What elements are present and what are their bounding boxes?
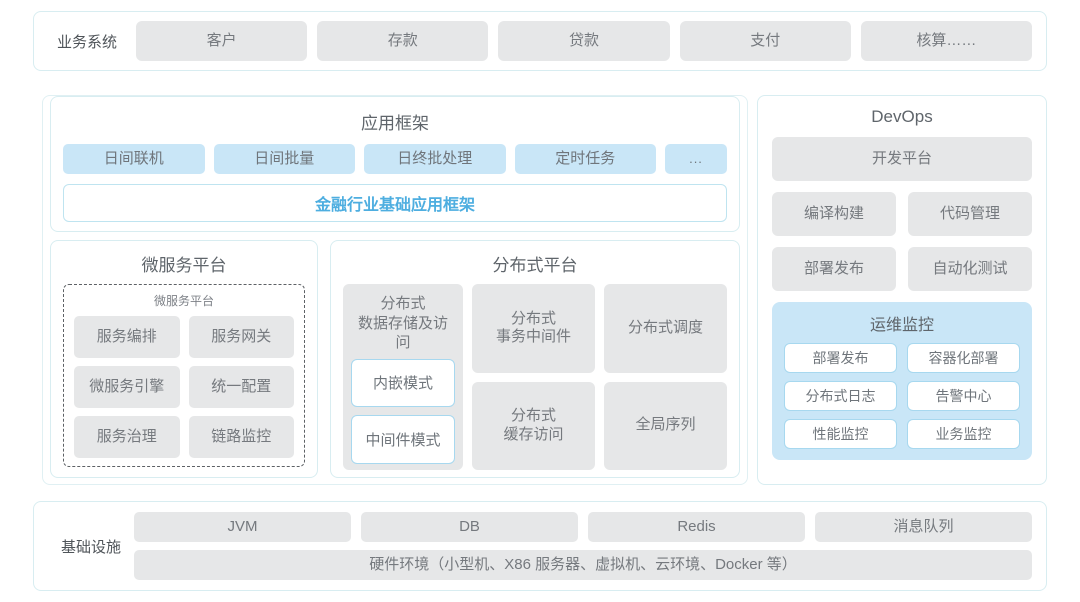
distributed-chip-transaction-middleware[interactable]: 分布式事务中间件 xyxy=(472,284,595,373)
microservice-chip-unified-config[interactable]: 统一配置 xyxy=(188,366,294,408)
devops-chip-compile-build[interactable]: 编译构建 xyxy=(772,192,896,236)
infrastructure-content: JVM DB Redis 消息队列 硬件环境（小型机、X86 服务器、虚拟机、云… xyxy=(134,512,1032,580)
devops-chip-deploy-release[interactable]: 部署发布 xyxy=(772,247,896,291)
app-framework-title: 应用框架 xyxy=(361,114,429,133)
distributed-platform-grid: 分布式事务中间件 分布式调度 分布式缓存访问 全局序列 xyxy=(472,284,727,470)
ops-monitor-panel: 运维监控 部署发布 容器化部署 分布式日志 告警中心 性能监控 业务监控 xyxy=(772,302,1032,460)
microservice-chip-trace-monitor[interactable]: 链路监控 xyxy=(188,416,294,458)
devops-chip-grid: 编译构建 代码管理 部署发布 自动化测试 xyxy=(772,192,1032,291)
ops-monitor-grid: 部署发布 容器化部署 分布式日志 告警中心 性能监控 业务监控 xyxy=(784,343,1020,449)
app-framework-card: 应用框架 日间联机 日间批量 日终批处理 定时任务 ... 金融行业基础应用框架 xyxy=(50,96,740,232)
app-framework-chip-row: 日间联机 日间批量 日终批处理 定时任务 ... xyxy=(63,144,727,174)
ops-chip-alert-center[interactable]: 告警中心 xyxy=(907,381,1020,411)
microservice-chip-gateway[interactable]: 服务网关 xyxy=(188,316,294,358)
distributed-chip-scheduling[interactable]: 分布式调度 xyxy=(604,284,727,373)
ops-monitor-title: 运维监控 xyxy=(869,317,934,334)
distributed-platform-card: 分布式平台 分布式 数据存储及访问 内嵌模式 中间件模式 分布式事务中间件 分布… xyxy=(330,240,740,478)
infrastructure-chip-hardware-env[interactable]: 硬件环境（小型机、X86 服务器、虚拟机、云环境、Docker 等） xyxy=(134,550,1032,580)
infrastructure-chip-row: JVM DB Redis 消息队列 xyxy=(134,512,1032,542)
devops-chip-dev-platform[interactable]: 开发平台 xyxy=(772,137,1032,181)
business-system-chip-deposit[interactable]: 存款 xyxy=(317,21,489,61)
app-framework-chip-daytime-batch[interactable]: 日间批量 xyxy=(213,144,355,174)
devops-title: DevOps xyxy=(871,107,933,126)
ops-chip-containerized-deploy[interactable]: 容器化部署 xyxy=(907,343,1020,373)
distributed-data-storage-box[interactable]: 分布式 数据存储及访问 内嵌模式 中间件模式 xyxy=(343,284,463,470)
business-system-chip-loan[interactable]: 贷款 xyxy=(498,21,670,61)
ops-chip-distributed-log[interactable]: 分布式日志 xyxy=(784,381,897,411)
microservice-platform-card: 微服务平台 微服务平台 服务编排 服务网关 微服务引擎 统一配置 服务治理 链路… xyxy=(50,240,318,478)
microservice-platform-inner-title: 微服务平台 xyxy=(153,294,214,308)
distributed-data-storage-line1: 分布式 xyxy=(380,295,426,312)
infrastructure-label: 基础设施 xyxy=(60,538,121,556)
business-system-chip-customer[interactable]: 客户 xyxy=(136,21,308,61)
infrastructure-chip-message-queue[interactable]: 消息队列 xyxy=(815,512,1032,542)
microservice-chip-engine[interactable]: 微服务引擎 xyxy=(74,366,180,408)
microservice-chip-governance[interactable]: 服务治理 xyxy=(74,416,180,458)
business-system-chip-accounting[interactable]: 核算…… xyxy=(860,21,1033,61)
app-framework-chip-daytime-online[interactable]: 日间联机 xyxy=(63,144,205,174)
ops-chip-business-monitor[interactable]: 业务监控 xyxy=(907,419,1020,449)
infrastructure-hardware-row: 硬件环境（小型机、X86 服务器、虚拟机、云环境、Docker 等） xyxy=(134,550,1032,580)
distributed-mode-middleware[interactable]: 中间件模式 xyxy=(351,415,455,464)
distributed-data-storage-line2: 数据存储及访问 xyxy=(357,314,448,352)
distributed-chip-cache-access[interactable]: 分布式缓存访问 xyxy=(472,381,595,470)
microservice-platform-dashed-box: 微服务平台 服务编排 服务网关 微服务引擎 统一配置 服务治理 链路监控 xyxy=(63,284,305,467)
distributed-chip-cache-access-text: 分布式缓存访问 xyxy=(503,407,564,443)
microservice-chip-orchestration[interactable]: 服务编排 xyxy=(74,316,180,358)
infrastructure-section: 基础设施 JVM DB Redis 消息队列 硬件环境（小型机、X86 服务器、… xyxy=(33,501,1047,591)
distributed-chip-global-sequence[interactable]: 全局序列 xyxy=(604,381,727,470)
devops-chip-automated-test[interactable]: 自动化测试 xyxy=(908,247,1032,291)
distributed-platform-title: 分布式平台 xyxy=(492,256,578,275)
app-framework-chip-more[interactable]: ... xyxy=(665,144,727,174)
app-framework-chip-eod-batch[interactable]: 日终批处理 xyxy=(364,144,506,174)
ops-chip-deploy-release[interactable]: 部署发布 xyxy=(784,343,897,373)
app-framework-chip-scheduled-task[interactable]: 定时任务 xyxy=(514,144,656,174)
distributed-data-storage-label: 分布式 数据存储及访问 xyxy=(351,290,455,359)
infrastructure-chip-db[interactable]: DB xyxy=(361,512,578,542)
microservice-platform-grid: 服务编排 服务网关 微服务引擎 统一配置 服务治理 链路监控 xyxy=(74,316,294,458)
ops-chip-performance-monitor[interactable]: 性能监控 xyxy=(784,419,897,449)
business-systems-section: 业务系统 客户 存款 贷款 支付 核算…… xyxy=(33,11,1047,71)
distributed-mode-embedded[interactable]: 内嵌模式 xyxy=(351,358,455,408)
business-systems-label: 业务系统 xyxy=(56,33,117,51)
business-system-chip-payment[interactable]: 支付 xyxy=(679,21,851,61)
infrastructure-chip-redis[interactable]: Redis xyxy=(588,512,805,542)
devops-chip-code-management[interactable]: 代码管理 xyxy=(908,192,1032,236)
distributed-platform-body: 分布式 数据存储及访问 内嵌模式 中间件模式 分布式事务中间件 分布式调度 分布… xyxy=(343,284,727,470)
microservice-platform-title: 微服务平台 xyxy=(141,256,227,275)
infrastructure-chip-jvm[interactable]: JVM xyxy=(134,512,351,542)
finance-base-framework-bar: 金融行业基础应用框架 xyxy=(63,184,727,222)
devops-card: DevOps 开发平台 编译构建 代码管理 部署发布 自动化测试 运维监控 部署… xyxy=(757,95,1047,485)
distributed-chip-transaction-middleware-text: 分布式事务中间件 xyxy=(495,309,571,346)
